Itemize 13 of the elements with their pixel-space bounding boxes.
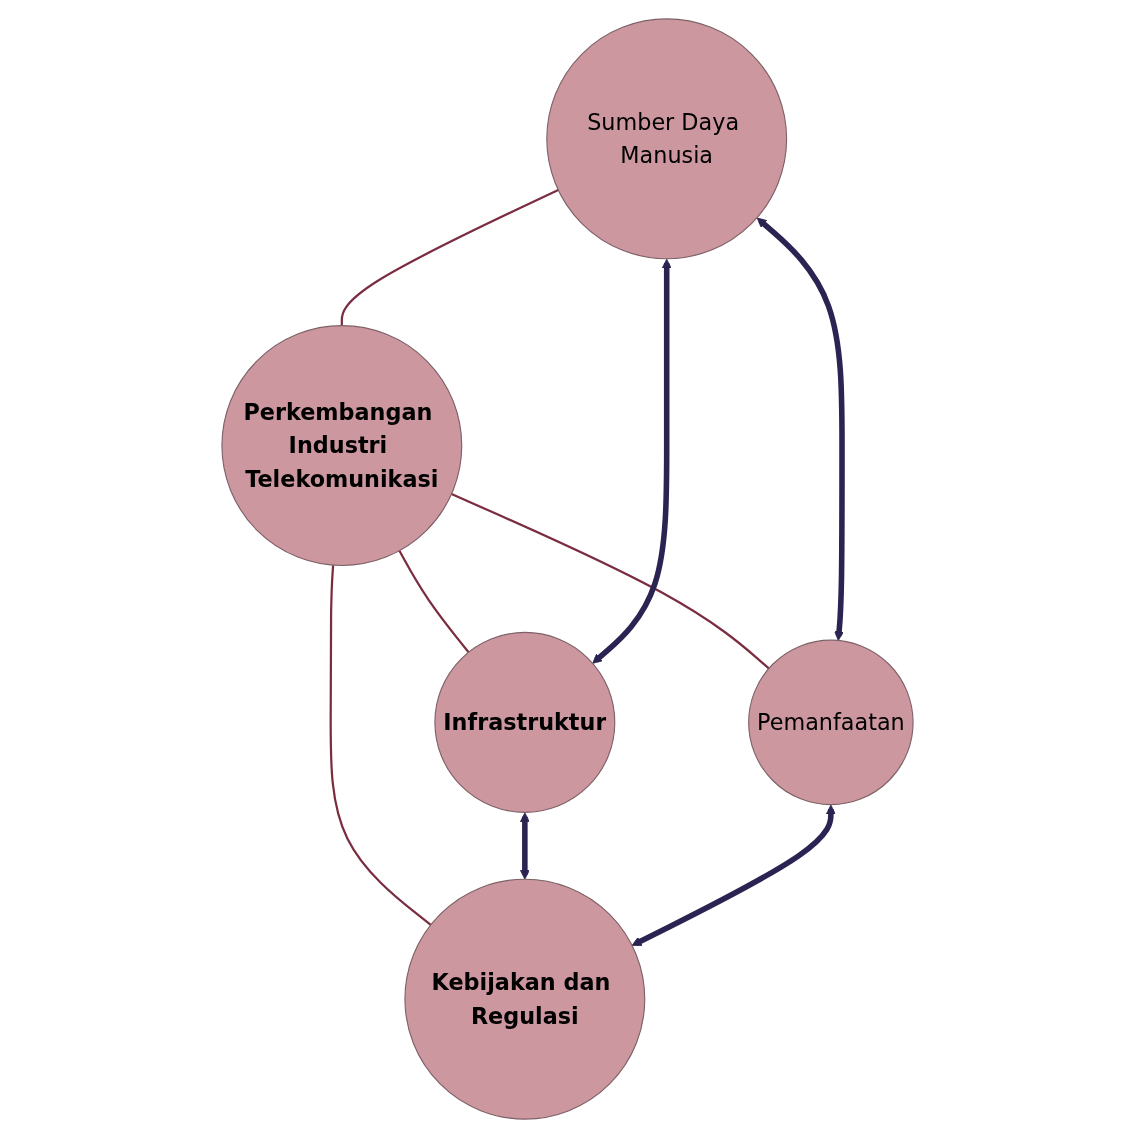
connector [340,189,559,326]
node-circle: Sumber Daya Manusia [546,18,788,260]
node-circle: Infrastruktur [434,631,616,813]
arrow [631,804,836,946]
node-circle: Kebijakan dan Regulasi [404,878,646,1120]
node-circle: Perkembangan Industri Telekomunikasi [221,325,463,567]
arrow [592,258,672,664]
connector [398,550,470,653]
connector [329,565,432,926]
node-circle: Pemanfaatan [748,639,914,806]
connector [451,493,770,670]
arrow [519,812,530,880]
arrow [756,217,845,641]
